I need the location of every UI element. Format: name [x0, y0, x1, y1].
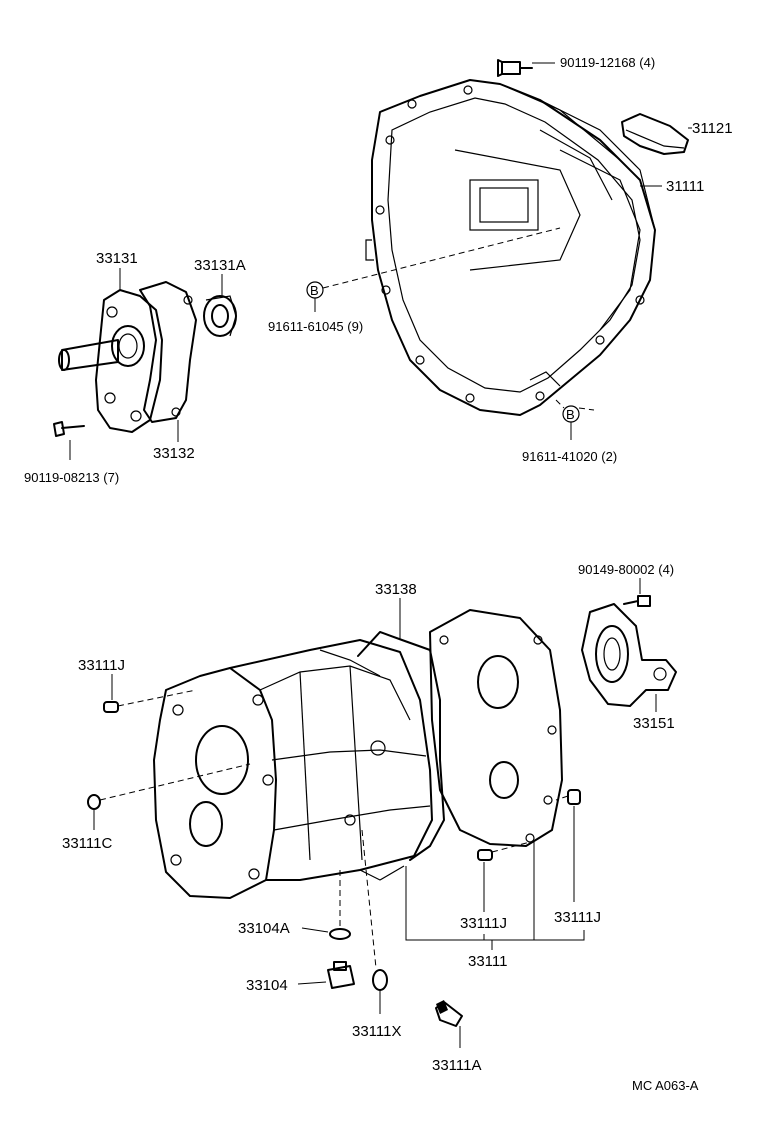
label-33131: 33131 [96, 250, 138, 267]
front-bearing-retainer-33131 [58, 289, 163, 433]
label-31111: 31111 [666, 178, 704, 195]
cover-31121 [621, 113, 689, 155]
transmission-case-33111 [153, 609, 563, 899]
label-33104A: 33104A [238, 920, 290, 937]
marker-b-text-right: B [566, 407, 575, 422]
label-33111J-mid: 33111J [460, 915, 507, 932]
gasket-33104A [329, 928, 351, 940]
label-33111X: 33111X [352, 1023, 402, 1040]
marker-b-text-left: B [310, 283, 319, 298]
extension-housing-33151 [581, 603, 677, 707]
label-33104: 33104 [246, 977, 288, 994]
label-33111J-top: 33111J [78, 657, 125, 674]
label-91611-41020: 91611-41020 (2) [522, 449, 617, 464]
label-33111C: 33111C [62, 835, 112, 852]
label-90149-80002: 90149-80002 (4) [578, 562, 674, 577]
bolt-90119-12168 [497, 59, 533, 77]
label-33131A: 33131A [194, 257, 246, 274]
bracket-33111 [405, 840, 585, 950]
label-90119-08213: 90119-08213 (7) [24, 470, 119, 485]
gasket-33111X [372, 969, 388, 991]
label-33138: 33138 [375, 581, 417, 598]
reference-code: MC A063-A [632, 1078, 699, 1093]
dowel-pin-33111J-mid [477, 849, 493, 861]
dowel-pin-33111J-right [567, 789, 581, 805]
plug-33111C [87, 794, 101, 810]
label-33151: 33151 [633, 715, 675, 732]
bolt-90149-80002 [623, 595, 651, 607]
oil-seal-33131A [203, 295, 237, 337]
label-33111A: 33111A [432, 1057, 482, 1074]
label-33111J-right: 33111J [554, 909, 601, 926]
clutch-housing-31111 [365, 79, 656, 416]
label-91611-61045: 91611-61045 (9) [268, 319, 363, 334]
gasket-33132 [139, 281, 197, 423]
label-90119-12168: 90119-12168 (4) [560, 55, 655, 70]
switch-33111A [435, 1000, 463, 1027]
label-33132: 33132 [153, 445, 195, 462]
bolt-90119-08213 [53, 421, 85, 437]
dowel-pin-33111J-top [103, 701, 119, 713]
label-33111: 33111 [468, 953, 508, 970]
drain-plug-33104 [327, 961, 355, 989]
label-31121: 31121 [692, 120, 733, 137]
